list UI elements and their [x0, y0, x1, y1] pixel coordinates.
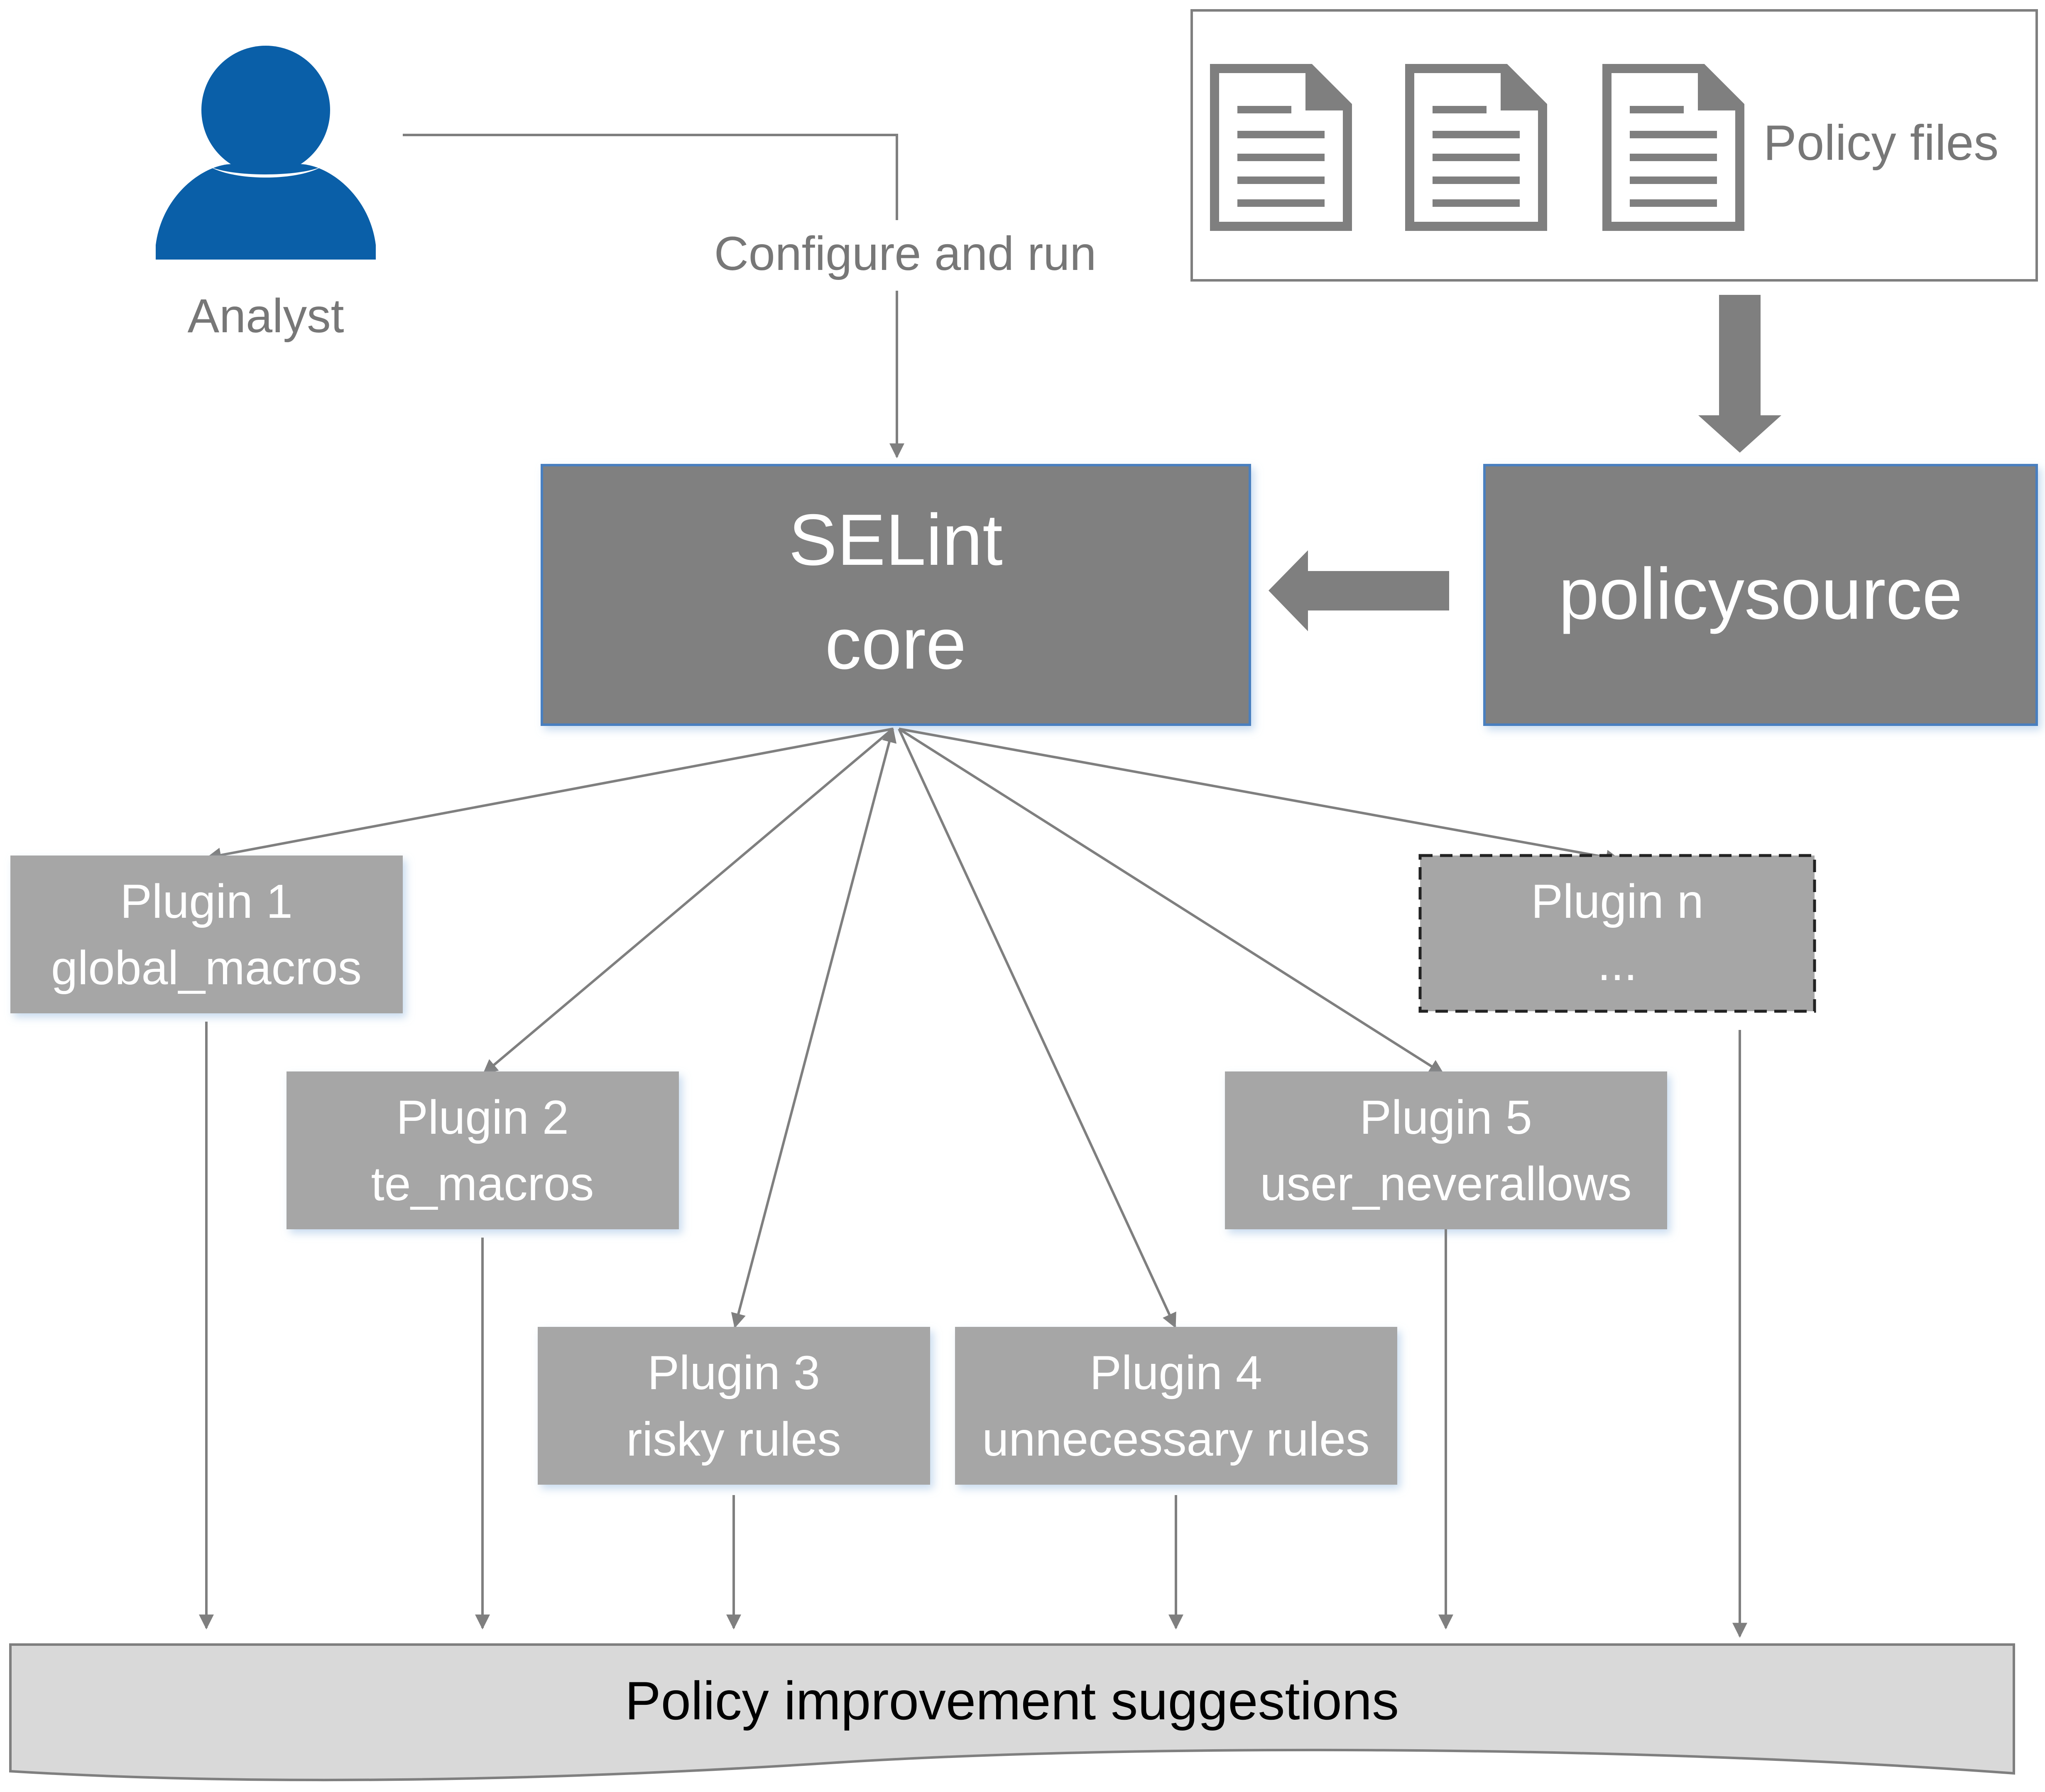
- configure-connector: Configure and run: [403, 134, 1097, 458]
- plugin-box: Plugin 4 unnecessary rules: [955, 1327, 1397, 1485]
- core-plugin-arrows: [206, 727, 1621, 1329]
- analyst-label: Analyst: [187, 289, 344, 343]
- plugin-title: Plugin n: [1531, 875, 1704, 928]
- plugin-title: Plugin 3: [647, 1346, 820, 1400]
- core-line1: SELint: [789, 500, 1003, 581]
- plugin-name: risky rules: [626, 1413, 841, 1466]
- configure-label: Configure and run: [714, 227, 1097, 280]
- plugin-box: Plugin 1 global_macros: [10, 856, 403, 1013]
- policy-files-box: Policy files: [1190, 9, 2038, 282]
- plugin-box-optional: Plugin n ...: [1418, 854, 1816, 1013]
- output-box: Policy improvement suggestions: [9, 1643, 2015, 1782]
- plugin-name: unnecessary rules: [982, 1413, 1369, 1466]
- plugin-name: global_macros: [51, 941, 362, 995]
- block-arrow-down: [1698, 295, 1781, 453]
- policysource-label: policysource: [1559, 554, 1963, 635]
- plugin-title: Plugin 5: [1359, 1091, 1532, 1144]
- plugin-name: user_neverallows: [1260, 1157, 1632, 1211]
- policy-files-label: Policy files: [1763, 115, 1999, 171]
- analyst-actor: Analyst: [156, 46, 376, 343]
- block-arrow-left: [1269, 550, 1449, 631]
- selint-core-box: SELint core: [541, 464, 1251, 726]
- plugin-box: Plugin 2 te_macros: [287, 1071, 679, 1229]
- plugin-name: te_macros: [371, 1157, 594, 1211]
- plugin-title: Plugin 4: [1090, 1346, 1262, 1400]
- plugin-output-arrows: [199, 1022, 1747, 1638]
- plugin-box: Plugin 5 user_neverallows: [1225, 1071, 1667, 1229]
- person-icon: [156, 46, 376, 260]
- plugin-box: Plugin 3 risky rules: [538, 1327, 930, 1485]
- plugin-title: Plugin 1: [120, 875, 293, 928]
- output-label: Policy improvement suggestions: [625, 1670, 1399, 1731]
- plugin-name: ...: [1597, 937, 1637, 990]
- core-line2: core: [825, 603, 966, 684]
- plugin-title: Plugin 2: [396, 1091, 569, 1144]
- policysource-box: policysource: [1483, 464, 2038, 726]
